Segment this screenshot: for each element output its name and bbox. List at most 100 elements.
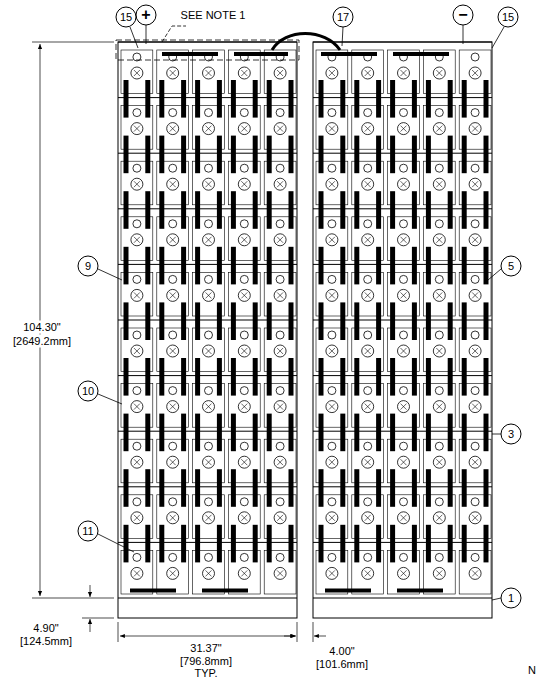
- rack-stroke: [328, 387, 336, 395]
- rack-stroke: [400, 553, 408, 561]
- rack-stroke: [319, 469, 324, 507]
- rack-stroke: [167, 67, 179, 79]
- note-reference: SEE NOTE 1: [179, 9, 248, 22]
- rack-stroke: [326, 67, 338, 79]
- rack-stroke: [436, 570, 442, 576]
- rack-stroke: [277, 459, 283, 465]
- rack-stroke: [206, 404, 212, 410]
- rack-stroke: [469, 67, 481, 79]
- rack-stroke: [231, 469, 236, 507]
- rack-stroke: [289, 358, 294, 396]
- rack-stroke: [354, 247, 359, 285]
- rack-stroke: [433, 234, 445, 246]
- rack-stroke: [169, 387, 177, 395]
- rack-stroke: [240, 109, 248, 117]
- rack-stroke: [167, 456, 179, 468]
- rack-stroke: [340, 469, 345, 507]
- rack-stroke: [134, 292, 140, 298]
- rack-stroke: [362, 289, 374, 301]
- rack-stroke: [170, 515, 176, 521]
- rack-stroke: [329, 237, 335, 243]
- rack-stroke: [393, 52, 449, 56]
- rack-stroke: [134, 70, 140, 76]
- rack-stroke: [354, 414, 359, 452]
- rack-stroke: [205, 498, 213, 506]
- rack-stroke: [241, 515, 247, 521]
- rack-stroke: [364, 164, 372, 172]
- rack-stroke: [472, 126, 478, 132]
- rack-stroke: [329, 515, 335, 521]
- rack-stroke: [354, 80, 359, 118]
- rack-stroke: [277, 404, 283, 410]
- rack-stroke: [131, 234, 143, 246]
- rack-stroke: [217, 414, 222, 452]
- rack-stroke: [277, 181, 283, 187]
- rack-stroke: [206, 181, 212, 187]
- rack-stroke: [435, 331, 443, 339]
- rack-stroke: [472, 459, 478, 465]
- rack-stroke: [472, 292, 478, 298]
- rack-stroke: [206, 459, 212, 465]
- rack-stroke: [321, 52, 377, 56]
- rack-stroke: [326, 123, 338, 135]
- callout-number: 5: [506, 260, 516, 273]
- rack-stroke: [167, 512, 179, 524]
- rack-stroke: [325, 588, 371, 592]
- rack-stroke: [169, 164, 177, 172]
- rack-stroke: [354, 358, 359, 396]
- rack-stroke: [340, 80, 345, 118]
- rack-stroke: [435, 498, 443, 506]
- rack-stroke: [401, 515, 407, 521]
- rack-stroke: [157, 550, 189, 594]
- rack-stroke: [170, 181, 176, 187]
- rack-stroke: [118, 42, 297, 618]
- rack-stroke: [205, 442, 213, 450]
- rack-stroke: [241, 237, 247, 243]
- rack-stroke: [365, 515, 371, 521]
- rack-stroke: [238, 123, 250, 135]
- rack-stroke: [340, 136, 345, 174]
- dimension-text: [124.5mm]: [18, 635, 74, 648]
- rack-stroke: [131, 512, 143, 524]
- rack-stroke: [313, 320, 492, 321]
- rack-stroke: [340, 302, 345, 340]
- rack-stroke: [398, 456, 410, 468]
- rack-stroke: [328, 553, 336, 561]
- rack-stroke: [206, 348, 212, 354]
- rack-stroke: [364, 442, 372, 450]
- rack-stroke: [181, 247, 186, 285]
- rack-stroke: [484, 358, 489, 396]
- rack-stroke: [181, 136, 186, 174]
- rack-stroke: [134, 237, 140, 243]
- rack-stroke: [276, 331, 284, 339]
- rack-stroke: [170, 348, 176, 354]
- rack-stroke: [398, 289, 410, 301]
- rack-stroke: [472, 70, 478, 76]
- rack-stroke: [205, 331, 213, 339]
- rack-stroke: [362, 401, 374, 413]
- rack-stroke: [170, 570, 176, 576]
- rack-stroke: [274, 401, 286, 413]
- callout-number: 15: [500, 11, 516, 24]
- rack-stroke: [400, 331, 408, 339]
- rack-stroke: [362, 512, 374, 524]
- rack-stroke: [203, 289, 215, 301]
- rack-stroke: [376, 302, 381, 340]
- rack-stroke: [206, 459, 212, 465]
- rack-stroke: [274, 178, 286, 190]
- rack-stroke: [364, 331, 372, 339]
- rack-stroke: [472, 570, 478, 576]
- rack-stroke: [365, 459, 371, 465]
- rack-stroke: [448, 302, 453, 340]
- rack-stroke: [436, 515, 442, 521]
- rack-stroke: [401, 570, 407, 576]
- rack-stroke: [276, 275, 284, 283]
- rack-stroke: [462, 302, 467, 340]
- rack-stroke: [400, 442, 408, 450]
- rack-stroke: [238, 178, 250, 190]
- rack-stroke: [267, 525, 272, 563]
- rack-stroke: [376, 136, 381, 174]
- rack-stroke: [267, 136, 272, 174]
- rack-stroke: [206, 515, 212, 521]
